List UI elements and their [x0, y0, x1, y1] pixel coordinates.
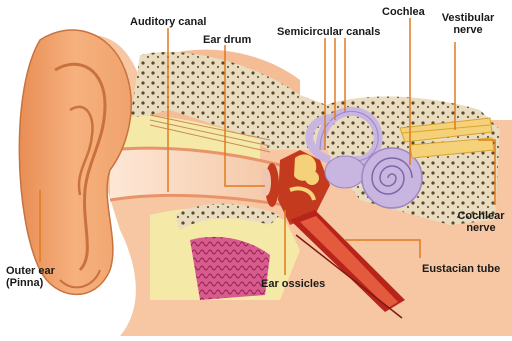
label-cochlear-nerve-line1: Cochlear: [455, 210, 507, 222]
label-vestibular-nerve-line1: Vestibular: [440, 12, 496, 24]
label-outer-ear-line1: Outer ear: [6, 265, 55, 277]
label-auditory-canal: Auditory canal: [130, 16, 206, 28]
label-cochlear-nerve: Cochlear nerve: [455, 210, 507, 234]
label-cochlea: Cochlea: [382, 6, 425, 18]
label-outer-ear: Outer ear (Pinna): [6, 265, 55, 289]
label-eustachian-tube: Eustacian tube: [422, 263, 500, 275]
label-ear-drum: Ear drum: [203, 34, 251, 46]
label-cochlear-nerve-line2: nerve: [455, 222, 507, 234]
ear-drum-highlight: [261, 168, 271, 196]
pinna-shape: [19, 30, 131, 294]
label-ear-ossicles: Ear ossicles: [261, 278, 325, 290]
label-vestibular-nerve: Vestibular nerve: [440, 12, 496, 36]
label-semicircular-canals: Semicircular canals: [277, 26, 380, 38]
label-vestibular-nerve-line2: nerve: [440, 24, 496, 36]
label-outer-ear-line2: (Pinna): [6, 277, 55, 289]
